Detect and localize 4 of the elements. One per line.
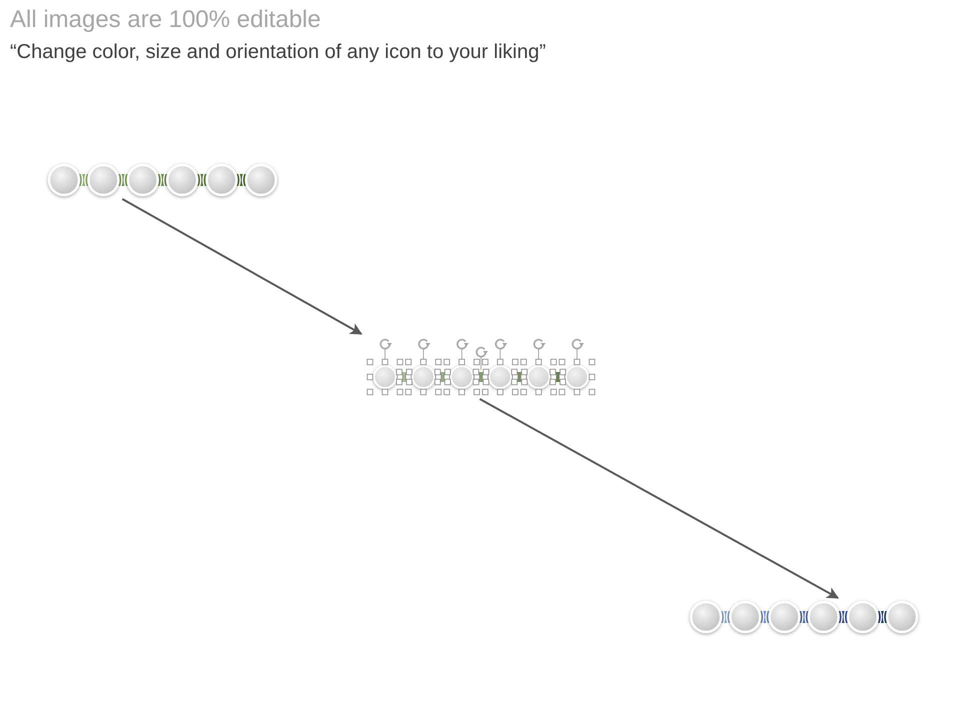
arrow: [122, 198, 362, 335]
title: All images are 100% editable: [10, 6, 321, 34]
arrow: [479, 398, 839, 599]
subtitle: “Change color, size and orientation of any icon to your liking”: [10, 40, 546, 64]
